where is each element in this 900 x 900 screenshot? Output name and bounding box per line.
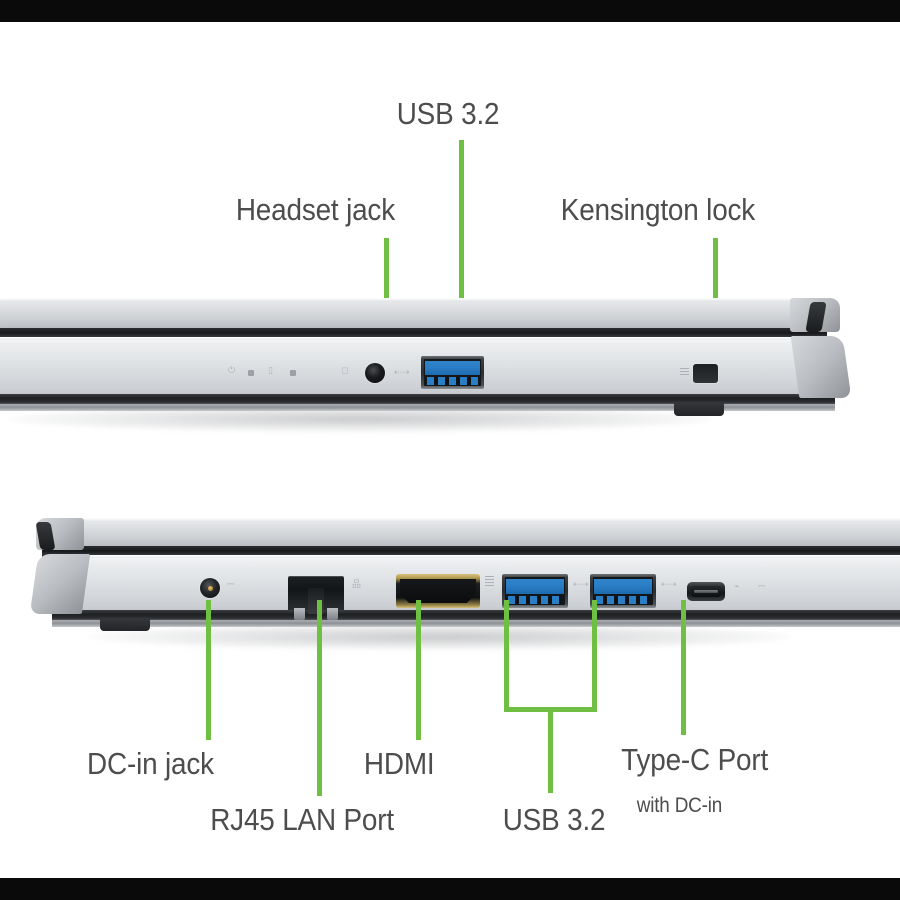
label-usb32-bottom: USB 3.2 bbox=[502, 802, 606, 837]
headset-mark-icon: ◻ bbox=[341, 365, 349, 375]
base-foot-strip-bottom bbox=[52, 620, 900, 627]
base-foot-strip-top bbox=[0, 404, 835, 411]
lock-mark-icon bbox=[680, 368, 689, 377]
usb-a-contacts-2 bbox=[596, 595, 650, 604]
leader-line-dc-in-jack bbox=[206, 600, 211, 740]
rubber-foot-bottom bbox=[100, 618, 150, 631]
battery-led-dot-icon bbox=[290, 370, 296, 376]
leader-line-usb32-top bbox=[459, 140, 464, 362]
base-highlight-top bbox=[0, 337, 835, 340]
laptop-lid-bottom bbox=[42, 518, 900, 548]
rj45-tab-right bbox=[326, 608, 338, 620]
hdmi-mark-icon bbox=[485, 576, 494, 588]
label-rj45-lan-port: RJ45 LAN Port bbox=[210, 802, 394, 837]
leader-line-type-c bbox=[681, 600, 686, 735]
laptop-seam-top bbox=[0, 328, 827, 339]
rubber-foot-top bbox=[674, 402, 724, 416]
laptop-lid-top bbox=[0, 298, 825, 330]
dc-in-pin bbox=[207, 585, 213, 591]
letterbox-top bbox=[0, 0, 900, 22]
base-bottom-edge-top bbox=[0, 394, 835, 405]
leader-line-usb32-riser-left bbox=[504, 600, 509, 712]
hdmi-cavity bbox=[400, 579, 476, 603]
typec-mark-icon: ⌁ bbox=[734, 581, 740, 591]
label-headset-jack: Headset jack bbox=[235, 192, 395, 227]
type-c-cavity bbox=[691, 586, 721, 597]
laptop-corner-base-top bbox=[790, 336, 852, 398]
port-type-c[interactable] bbox=[687, 582, 725, 601]
usb-mark-icon-1: ⇠⇢ bbox=[573, 579, 590, 589]
port-usb32-bottom-2[interactable] bbox=[590, 574, 656, 608]
leader-line-usb32-riser-right bbox=[592, 600, 597, 712]
lan-mark-icon: 品 bbox=[352, 579, 362, 589]
port-hdmi[interactable] bbox=[396, 574, 480, 608]
label-type-c-port: Type-C Port bbox=[621, 742, 769, 777]
usb-a-cavity-2 bbox=[593, 577, 653, 605]
port-rj45-lan[interactable] bbox=[288, 576, 344, 620]
lid-highlight-bottom bbox=[42, 518, 900, 522]
port-usb32-bottom-1[interactable] bbox=[502, 574, 568, 608]
laptop-bottom-view: ⎓ 品 bbox=[29, 506, 900, 650]
power-led-dot-icon bbox=[248, 370, 254, 376]
battery-led-icon: ▯ bbox=[268, 365, 274, 375]
label-usb32-top: USB 3.2 bbox=[396, 96, 500, 131]
leader-line-usb32-stem bbox=[548, 707, 553, 793]
usb-a-cavity-top bbox=[424, 359, 481, 386]
usb-a-contacts-top bbox=[427, 376, 478, 385]
base-highlight-bottom bbox=[52, 555, 900, 558]
base-bottom-edge-bottom bbox=[52, 610, 900, 621]
usb-a-tongue-1 bbox=[506, 579, 564, 594]
usb-a-cavity-1 bbox=[505, 577, 565, 605]
dc-mark-icon: ⎓ bbox=[227, 579, 235, 589]
laptop-corner-base-bottom bbox=[29, 554, 91, 614]
port-kensington-lock[interactable] bbox=[693, 364, 718, 383]
leader-line-hdmi bbox=[416, 600, 421, 740]
label-hdmi: HDMI bbox=[363, 746, 435, 781]
leader-line-rj45-lan bbox=[317, 600, 322, 796]
type-c-blade bbox=[694, 590, 718, 593]
rj45-tab-left bbox=[294, 608, 306, 620]
label-type-c-sublabel: with DC-in bbox=[636, 794, 723, 817]
port-usb32-top[interactable] bbox=[421, 356, 484, 389]
usb-mark-icon-top: ⇠⇢ bbox=[394, 367, 411, 377]
usb-a-tongue-top bbox=[425, 361, 480, 376]
usb-a-tongue-2 bbox=[594, 579, 652, 594]
power-led-icon: ⏻ bbox=[228, 365, 236, 375]
port-headset-jack[interactable] bbox=[365, 363, 385, 383]
label-kensington-lock: Kensington lock bbox=[560, 192, 756, 227]
typec-dc-mark-icon: ⎓ bbox=[758, 581, 766, 591]
usb-mark-icon-2: ⇠⇢ bbox=[661, 579, 678, 589]
diagram-canvas: USB 3.2 Headset jack Kensington lock bbox=[0, 22, 900, 878]
lid-highlight-top bbox=[0, 298, 825, 302]
laptop-seam-bottom bbox=[42, 546, 900, 557]
port-dc-in-jack[interactable] bbox=[200, 578, 220, 598]
laptop-top-view: ⏻ ▯ ◻ ⇠⇢ bbox=[0, 284, 860, 432]
letterbox-bottom bbox=[0, 878, 900, 900]
usb-a-contacts-1 bbox=[508, 595, 562, 604]
label-dc-in-jack: DC-in jack bbox=[87, 746, 214, 781]
